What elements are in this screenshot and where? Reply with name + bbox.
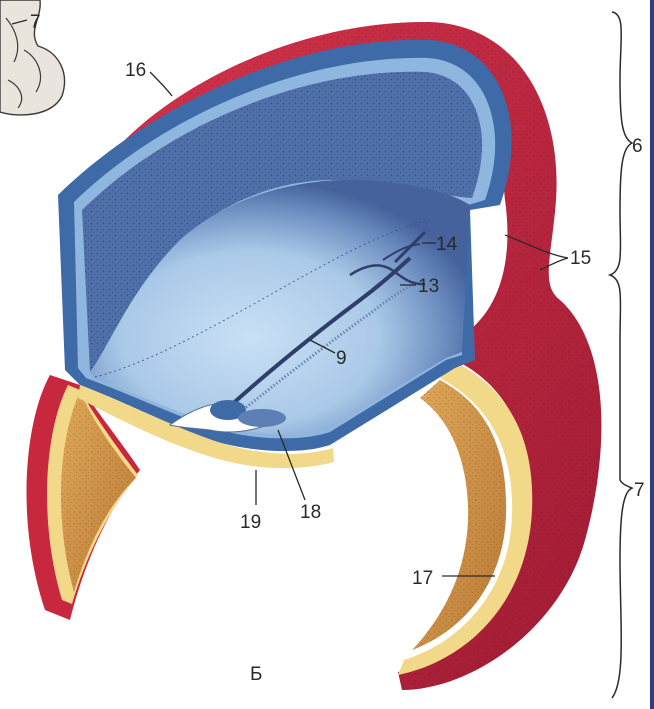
label-7-right: 7 <box>634 480 645 501</box>
label-14: 14 <box>436 234 458 255</box>
panel-letter: Б <box>250 664 262 685</box>
label-15: 15 <box>570 248 591 269</box>
label-16: 16 <box>125 60 146 81</box>
label-7-top: 7 <box>30 12 41 33</box>
label-19: 19 <box>240 512 261 533</box>
right-edge-bar <box>650 0 654 709</box>
label-6: 6 <box>632 136 643 157</box>
label-17: 17 <box>412 568 433 589</box>
right-brace <box>610 12 632 698</box>
label-13: 13 <box>418 276 439 297</box>
label-9: 9 <box>336 348 347 369</box>
label-18: 18 <box>300 502 321 523</box>
